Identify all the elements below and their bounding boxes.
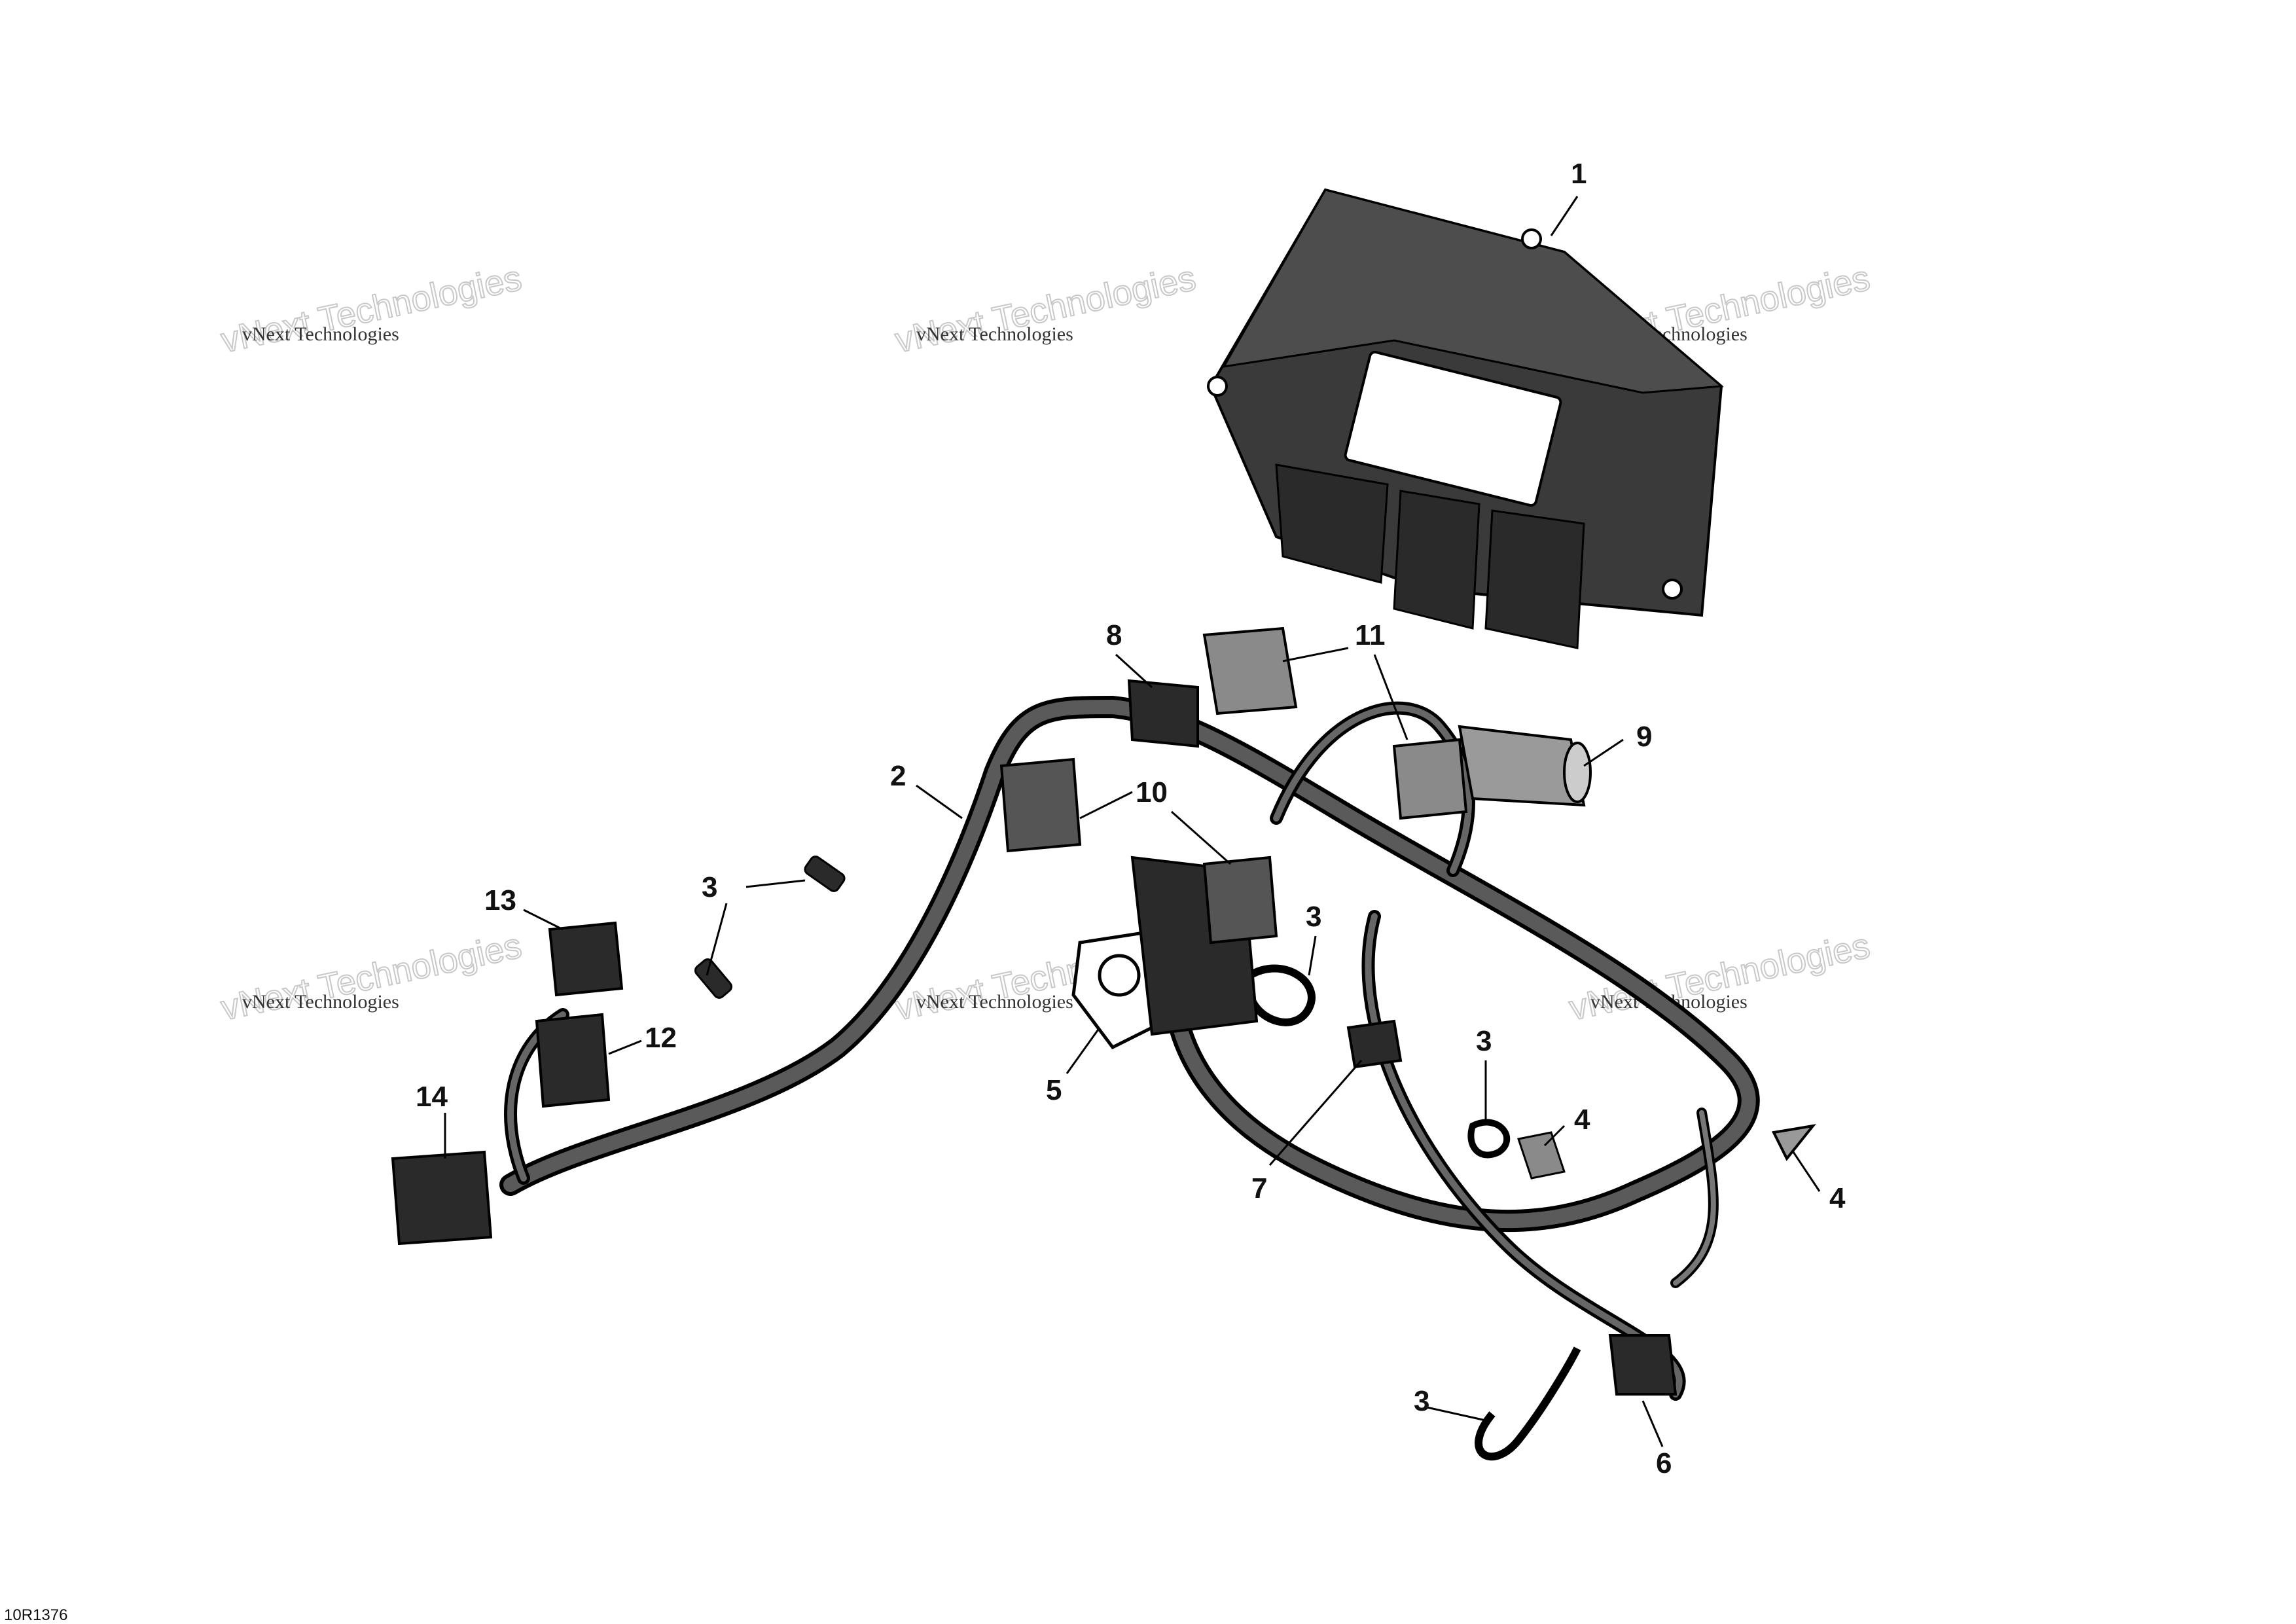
callout-7: 7	[1251, 1172, 1267, 1204]
callout-6: 6	[1656, 1447, 1672, 1479]
watermark: vNext Technologies vNext Technologies	[217, 926, 526, 1029]
watermark-text: vNext Technologies	[916, 991, 1073, 1013]
part-7-connector[interactable]	[1346, 1019, 1403, 1069]
callout-8: 8	[1106, 619, 1122, 651]
callout-4: 4	[1829, 1182, 1846, 1214]
callout-3: 3	[702, 871, 717, 903]
callout-11: 11	[1355, 619, 1386, 651]
part-2-wiring-harness[interactable]	[499, 695, 1760, 1401]
callout-9: 9	[1636, 721, 1652, 753]
callout-5: 5	[1046, 1074, 1062, 1106]
callout-4: 4	[1574, 1104, 1590, 1136]
part-6-connector[interactable]	[1608, 1334, 1677, 1396]
part-1-control-module[interactable]	[1207, 188, 1724, 649]
watermark-outline-text: vNext Technologies	[217, 259, 525, 361]
watermark: vNext Technologies vNext Technologies	[891, 258, 1200, 361]
part-8-connector[interactable]	[1127, 679, 1199, 748]
callout-3: 3	[1476, 1025, 1492, 1057]
part-3-cable-tie[interactable]	[693, 855, 1581, 1461]
part-4-clip[interactable]	[1517, 1124, 1816, 1180]
callout-13: 13	[484, 884, 516, 916]
callout-2: 2	[890, 760, 906, 792]
part-12-connector[interactable]	[535, 1013, 611, 1108]
watermark-text: vNext Technologies	[242, 323, 399, 345]
callout-14: 14	[416, 1081, 448, 1113]
watermark-outline-text: vNext Technologies	[217, 926, 525, 1028]
part-13-connector[interactable]	[548, 921, 624, 997]
part-14-connector[interactable]	[391, 1150, 493, 1246]
watermark: vNext Technologies vNext Technologies	[217, 258, 526, 361]
watermark-text: vNext Technologies	[916, 323, 1073, 345]
leader-lines	[444, 196, 1821, 1447]
part-11-connector[interactable]	[1202, 626, 1468, 820]
callout-1: 1	[1571, 158, 1587, 190]
callout-12: 12	[645, 1022, 677, 1054]
part-10-connector[interactable]	[999, 757, 1278, 945]
callout-3: 3	[1414, 1385, 1429, 1417]
watermark-outline-text: vNext Technologies	[891, 259, 1199, 361]
part-9-connector-plug[interactable]	[1458, 725, 1592, 807]
callout-10: 10	[1136, 776, 1168, 808]
watermark-text: vNext Technologies	[242, 991, 399, 1013]
watermark: vNext Technologies vNext Technologies	[1565, 926, 1874, 1029]
figure-reference-code: 10R1376	[4, 1606, 67, 1624]
callouts: 1 2 3 3 3 3 3 4 4 5 6 7 8 9 10 11 12 13 …	[416, 158, 1846, 1479]
callout-3: 3	[1306, 901, 1321, 933]
